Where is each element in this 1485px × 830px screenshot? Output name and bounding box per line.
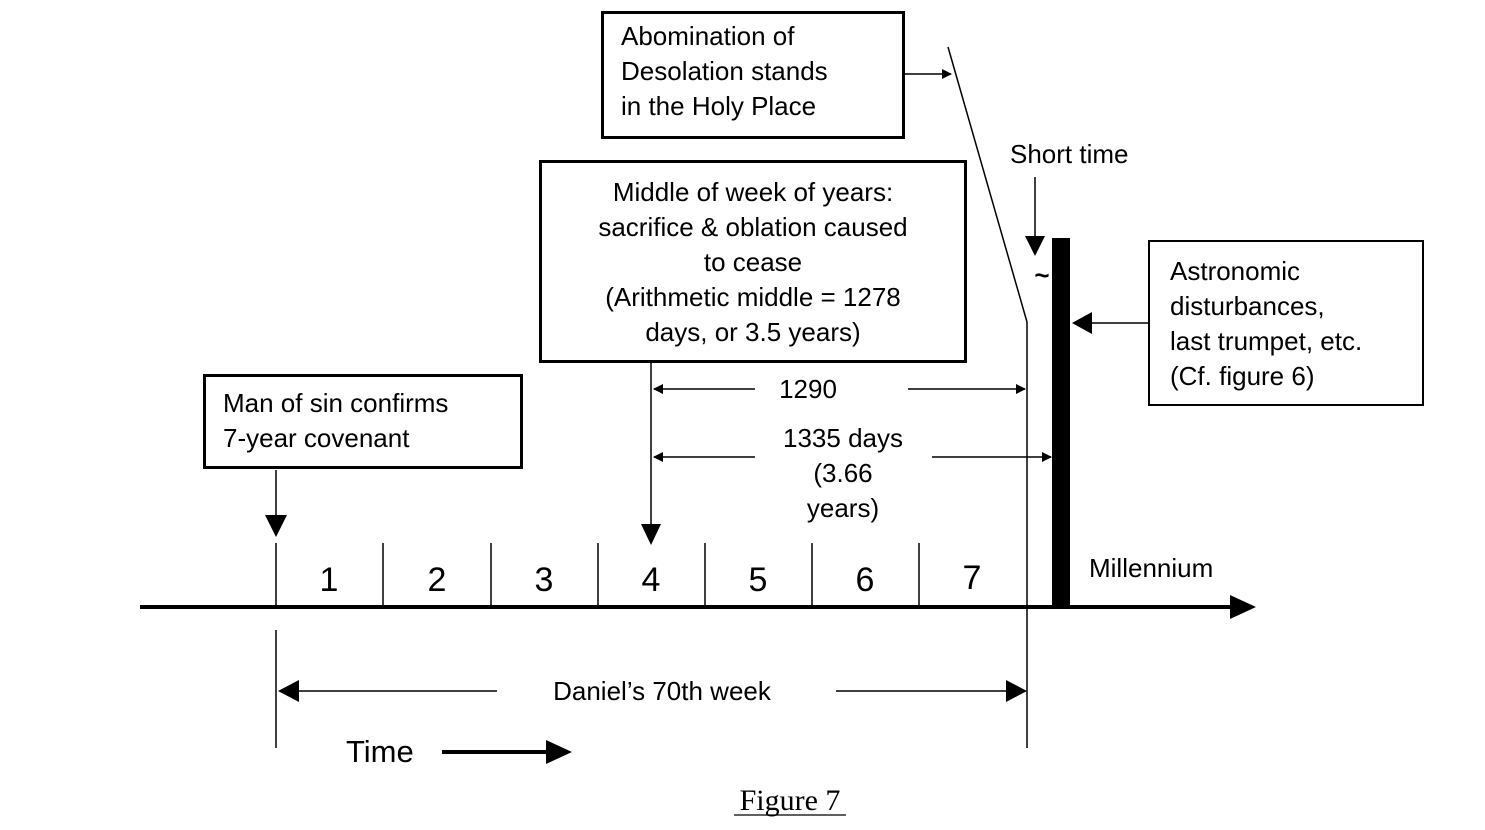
daniel-left-arrowhead: [278, 680, 299, 702]
millennium-bar: [1052, 238, 1070, 608]
year-ticks: [275, 543, 920, 607]
middle-arrowhead: [641, 524, 661, 545]
time-label: Time: [346, 734, 414, 769]
year-number: 3: [535, 561, 554, 599]
middle-line: sacrifice & oblation caused: [598, 212, 908, 242]
year-number: 4: [642, 561, 661, 599]
astronomic-line: Astronomic: [1170, 256, 1301, 286]
year-number: 2: [428, 561, 447, 599]
middle-box: Middle of week of years: sacrifice & obl…: [539, 160, 967, 363]
year-number: 7: [963, 559, 982, 597]
span-1335-label-line2: (3.66: [813, 458, 872, 488]
time-axis-arrowhead: [1230, 595, 1256, 619]
year-number: 6: [856, 561, 875, 599]
middle-line: to cease: [703, 247, 803, 277]
millennium-label: Millennium: [1089, 553, 1213, 583]
astronomic-line: last trumpet, etc.: [1170, 326, 1363, 356]
middle-line: days, or 3.5 years): [645, 317, 861, 347]
astronomic-line: (Cf. figure 6): [1170, 361, 1315, 391]
abomination-line: in the Holy Place: [621, 91, 817, 121]
middle-line: Middle of week of years:: [612, 177, 894, 207]
abomination-line: Abomination of: [621, 21, 795, 51]
span-1290-label: 1290: [779, 374, 837, 404]
figure-caption: Figure 7: [740, 784, 841, 817]
abomination-box: Abomination of Desolation stands in the …: [601, 11, 905, 139]
abomination-line: Desolation stands: [621, 56, 828, 86]
short-time-label: Short time: [1010, 139, 1129, 169]
astronomic-line: disturbances,: [1170, 291, 1325, 321]
span-1335-label-line3: years): [807, 493, 879, 523]
man-of-sin-box: Man of sin confirms 7-year covenant: [203, 374, 523, 469]
short-time-arrowhead: [1025, 236, 1045, 256]
time-arrowhead: [546, 740, 572, 764]
span-1335-label-line1: 1335 days: [783, 423, 903, 453]
year-number: 5: [749, 561, 768, 599]
astronomic-arrowhead: [1072, 312, 1092, 334]
short-time-tilde: ~: [1034, 260, 1049, 290]
middle-line: (Arithmetic middle = 1278: [605, 282, 901, 312]
daniel-label: Daniel’s 70th week: [553, 676, 772, 706]
man-of-sin-line: Man of sin confirms: [223, 388, 449, 418]
year-number: 1: [320, 561, 339, 599]
astronomic-box: Astronomic disturbances, last trumpet, e…: [1148, 240, 1424, 406]
daniel-right-arrowhead: [1006, 680, 1027, 702]
covenant-arrowhead: [265, 515, 287, 537]
abomination-slant-line: [947, 46, 1028, 323]
man-of-sin-line: 7-year covenant: [223, 423, 410, 453]
